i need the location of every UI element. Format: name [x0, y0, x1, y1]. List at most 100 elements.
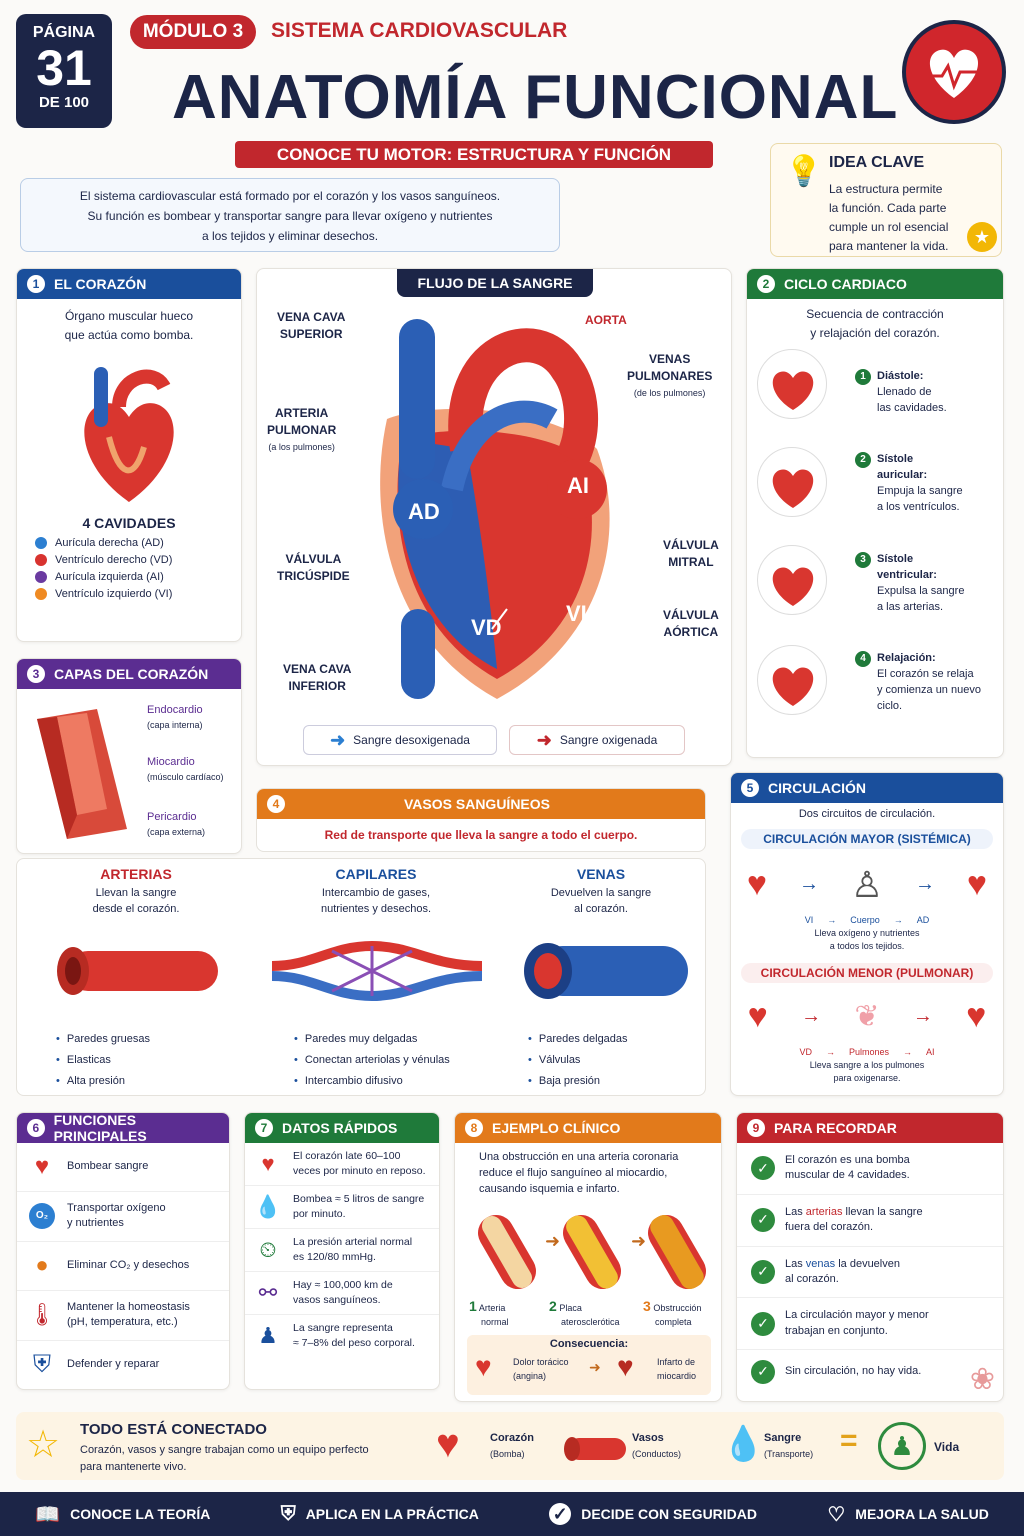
label-vena-cava-superior-2: SUPERIOR — [279, 327, 343, 341]
arrow-icon: → — [798, 873, 819, 896]
check-icon: ✓ — [751, 1360, 775, 1385]
connected-item-sub: (Conductos) — [632, 1449, 682, 1459]
vessel-bullet: Elasticas — [56, 1054, 256, 1066]
idea-line: la función. Cada parte — [829, 201, 947, 215]
consequence-label: Dolor torácico — [513, 1357, 569, 1367]
remember-item: ✓Sin circulación, no hay vida. — [737, 1350, 1003, 1394]
section-number: 8 — [465, 1119, 483, 1137]
section-number: 9 — [747, 1119, 765, 1137]
clinic-desc: causando isquemia e infarto. — [479, 1183, 620, 1195]
label-valvula-aortica: VÁLVULA — [663, 608, 719, 622]
section-title: PARA RECORDAR — [774, 1120, 897, 1136]
svg-text:➜: ➜ — [545, 1231, 560, 1251]
circ-desc: Dos circuitos de circulación. — [798, 808, 936, 820]
footer-item-theory: 📖CONOCE LA TEORÍA — [35, 1503, 211, 1526]
heart-desc: que actúa como bomba. — [64, 328, 194, 342]
section-title: EL CORAZÓN — [54, 276, 147, 292]
connected-item: Sangre — [764, 1432, 802, 1444]
vessel-bullet: Paredes muy delgadas — [294, 1033, 494, 1045]
page-word: PÁGINA — [32, 24, 96, 41]
connected-item-sub: (Transporte) — [764, 1449, 814, 1459]
vessel-bullet: Alta presión — [56, 1075, 256, 1087]
circ-label: AD — [916, 914, 930, 925]
function-item: ♥Bombear sangre — [17, 1143, 229, 1192]
vessel-bullet: Conectan arteriolas y vénulas — [294, 1054, 494, 1066]
heart-anatomy-diagram — [380, 319, 610, 699]
arrow-icon: → — [801, 1005, 822, 1028]
section-number: 2 — [757, 275, 775, 293]
page-number: 31 — [36, 40, 92, 96]
vessel-desc: al corazón. — [574, 902, 628, 915]
label-venas-pulmonares-2: PULMONARES — [627, 369, 713, 383]
vessel-col-arterias: ARTERIAS Llevan la sangre desde el coraz… — [16, 866, 256, 1096]
connected-item-sub: (Bomba) — [490, 1449, 525, 1459]
label-valvula-tricuspide: VÁLVULA — [285, 552, 342, 566]
label-vena-cava-inferior-2: INFERIOR — [288, 679, 346, 693]
idea-line: para mantener la vida. — [829, 239, 949, 253]
consequence-box: Consecuencia: ♥ Dolor torácico(angina) ➜… — [467, 1335, 711, 1395]
blue-arrow-icon: ➜ — [330, 729, 346, 750]
intro-line: Su función es bombear y transportar sang… — [87, 209, 493, 223]
layer-endocardio-note: (capa interna) — [147, 720, 203, 730]
circ-arrow: → — [903, 1046, 913, 1057]
function-item: ⛨Defender y reparar — [17, 1341, 229, 1389]
section-number: 3 — [27, 665, 45, 683]
vessels-desc: Red de transporte que lleva la sangre a … — [324, 828, 638, 842]
artery-stages-icon: ➜ ➜ — [478, 1214, 706, 1290]
consequence-label: Infarto de — [657, 1357, 696, 1367]
check-icon: ✓ — [751, 1156, 775, 1181]
label-arteria-pulmonar-2: PULMONAR — [267, 423, 337, 437]
kidney-icon: ● — [35, 1252, 49, 1278]
star-icon: ★ — [967, 222, 997, 252]
vessel-bullet: Paredes delgadas — [528, 1033, 706, 1045]
clinic-desc: Una obstrucción en una arteria coronaria — [479, 1151, 679, 1163]
idea-line: cumple un rol esencial — [829, 220, 949, 234]
consequence-label: miocardio — [657, 1371, 697, 1381]
major-circ-title: CIRCULACIÓN MAYOR (SISTÉMICA) — [741, 828, 993, 849]
hand-heart-icon: ♡ — [827, 1503, 846, 1526]
idea-line: La estructura permite — [829, 182, 943, 196]
person-icon: ♟ — [258, 1322, 278, 1348]
vessel-bullet: Válvulas — [528, 1054, 706, 1066]
vessel-desc: Intercambio de gases, — [321, 887, 431, 899]
legend-oxygenated: ➜Sangre oxigenada — [509, 725, 685, 755]
label-arteria-pulmonar: ARTERIA — [274, 406, 329, 420]
circ-label: Pulmones — [848, 1046, 890, 1057]
cycle-desc: Secuencia de contracción — [806, 307, 944, 321]
cavities-title: 4 CAVIDADES — [82, 515, 176, 531]
connected-life: Vida — [934, 1440, 960, 1454]
vessel-col-capilares: CAPILARES Intercambio de gases, nutrient… — [258, 866, 494, 1096]
intro-box: El sistema cardiovascular está formado p… — [20, 178, 560, 252]
cavity-item: Ventrículo izquierdo (VI) — [35, 588, 241, 601]
system-label: SISTEMA CARDIOVASCULAR — [271, 19, 568, 42]
blood-drop-icon: 💧 — [722, 1425, 765, 1463]
heartbeat-icon: ♥ — [436, 1422, 460, 1466]
layer-pericardio-note: (capa externa) — [147, 827, 206, 837]
section-title: CIRCULACIÓN — [768, 780, 866, 796]
flow-title: FLUJO DE LA SANGRE — [397, 269, 593, 297]
label-arteria-pulmonar-note: (a los pulmones) — [268, 442, 335, 452]
connected-item: Corazón — [490, 1432, 534, 1444]
life-icon: ♟ — [878, 1422, 926, 1470]
section-title: FUNCIONES PRINCIPALES — [53, 1112, 147, 1144]
fact-item: ♟La sangre representa≈ 7–8% del peso cor… — [245, 1315, 439, 1357]
connected-desc: Corazón, vasos y sangre trabajan como un… — [80, 1444, 369, 1456]
heart-icon: ♥ — [746, 865, 768, 904]
heartbeat-icon: ♥ — [34, 1153, 50, 1181]
vessel-desc: Llevan la sangre — [95, 887, 177, 899]
blood-flow-card: FLUJO DE LA SANGRE AD AI VD VI VENA CAVA… — [256, 268, 732, 766]
circ-desc: Lleva oxígeno y nutrientes — [814, 927, 920, 938]
layer-miocardio: Miocardio — [147, 756, 195, 768]
heart-icon: ♥ — [747, 997, 768, 1036]
minor-circ-title: CIRCULACIÓN MENOR (PULMONAR) — [741, 962, 993, 983]
check-icon: ✓ — [751, 1208, 775, 1233]
check-circle-icon: ✓ — [549, 1503, 572, 1525]
